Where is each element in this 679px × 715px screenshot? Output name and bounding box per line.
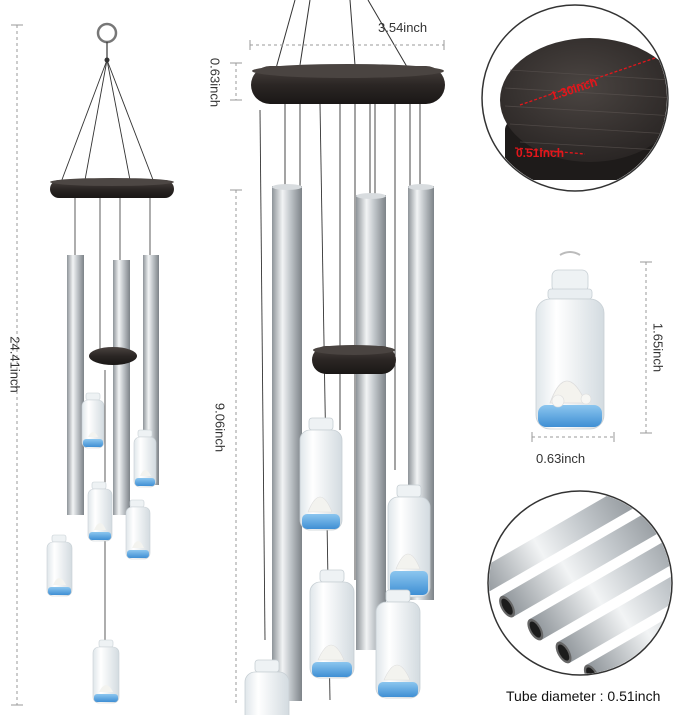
tube-length-dimension-line [230, 189, 242, 705]
left-middle-wood-disc [89, 347, 137, 365]
wood-diameter-dimension-line [519, 57, 656, 106]
left-bottles [46, 392, 157, 704]
ring-width-dimension-line [249, 40, 445, 50]
ring-width-label: 3.54inch [378, 20, 428, 35]
tubes-closeup-circle [487, 490, 673, 676]
wood-thickness-dimension-line [514, 147, 586, 155]
hanging-ring [96, 22, 118, 63]
closeup-bottles [244, 417, 431, 715]
bottle-closeup [535, 251, 605, 430]
tube-length-label: 9.06inch [212, 402, 228, 453]
left-top-wood-disc [50, 178, 174, 198]
closeup-top-wood-ring [251, 64, 445, 104]
bottle-height-dimension-line [640, 261, 652, 434]
left-tubes [67, 255, 159, 515]
total-length-label: 24.41inch [7, 336, 23, 393]
tube-diameter-caption: Tube diameter : 0.51inch [506, 688, 661, 704]
closeup-middle-wood-disc [312, 345, 396, 374]
ring-height-label: 0.63inch [207, 57, 223, 108]
closeup-hanging-strings [274, 0, 411, 73]
ring-height-dimension-line [230, 62, 242, 101]
bottle-width-dimension-line [531, 432, 615, 442]
bottle-height-label: 1.65inch [650, 322, 666, 373]
left-hanging-strings [59, 59, 156, 186]
wood-closeup-circle [481, 4, 669, 192]
wood-thickness-label: 0.51inch [516, 146, 565, 160]
bottle-width-label: 0.63inch [536, 451, 586, 466]
